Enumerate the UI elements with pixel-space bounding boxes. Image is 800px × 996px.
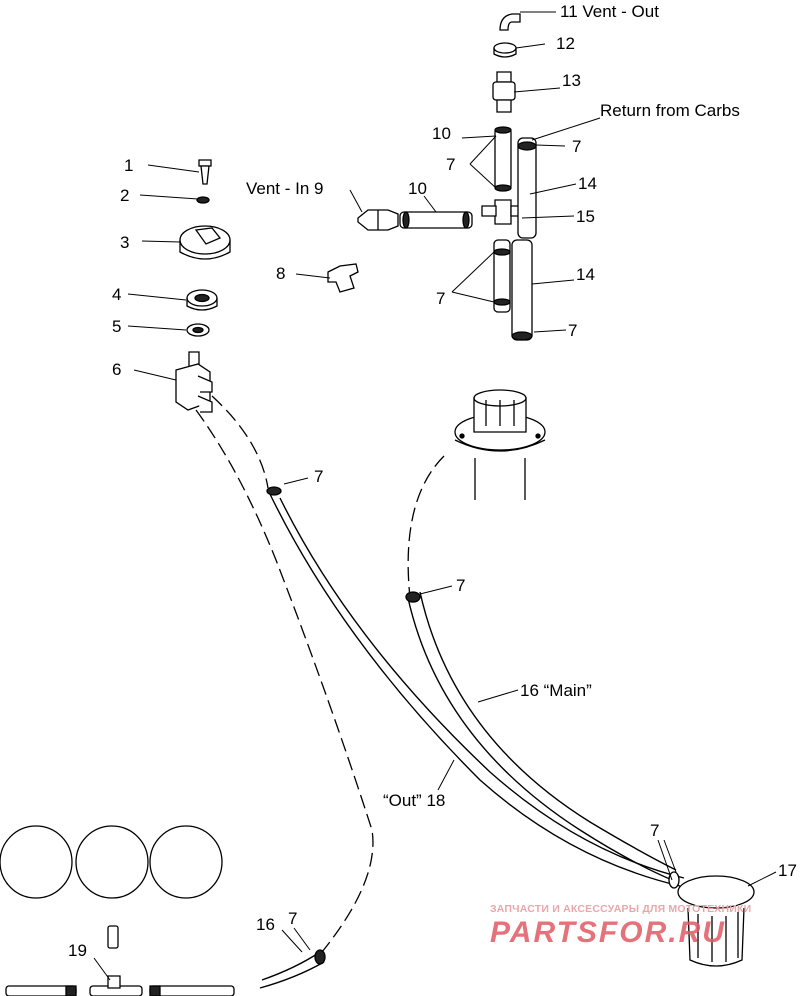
label-vent-in-9: Vent - In 9 bbox=[246, 179, 324, 198]
hose-main-part-16 bbox=[268, 490, 684, 886]
label-vent-out-11: 11 Vent - Out bbox=[560, 2, 659, 21]
tee-part-19 bbox=[6, 926, 234, 996]
hose-short-part-16 bbox=[260, 950, 325, 988]
vent-in-filter-part-9 bbox=[358, 210, 398, 230]
washer-part-5 bbox=[187, 324, 209, 336]
label-part-7-g: 7 bbox=[650, 821, 660, 840]
label-main-16: 16 “Main” bbox=[520, 681, 592, 700]
label-part-7-d: 7 bbox=[568, 321, 578, 340]
vent-elbow-part-11 bbox=[500, 14, 520, 30]
pickup-filter-part-17 bbox=[678, 876, 754, 966]
label-part-10-left: 10 bbox=[408, 179, 427, 198]
label-part-13: 13 bbox=[562, 71, 581, 90]
leader-lines bbox=[94, 12, 776, 980]
label-part-1: 1 bbox=[124, 156, 134, 175]
label-part-7-h: 7 bbox=[288, 909, 298, 928]
label-part-7-a: 7 bbox=[446, 155, 456, 174]
label-part-10-right: 10 bbox=[432, 124, 451, 143]
nut-part-4 bbox=[187, 290, 217, 310]
filter-circles bbox=[0, 826, 222, 898]
label-part-12: 12 bbox=[556, 34, 575, 53]
label-part-7-b: 7 bbox=[572, 137, 582, 156]
fitting-part-13 bbox=[493, 72, 515, 112]
tee-fitting-part-15 bbox=[482, 200, 519, 224]
label-part-16-short: 16 bbox=[256, 915, 275, 934]
label-out-18: “Out” 18 bbox=[383, 791, 446, 810]
label-part-2: 2 bbox=[120, 186, 130, 205]
hose-lower-part-7 bbox=[494, 240, 510, 312]
screw-part-1 bbox=[199, 160, 211, 184]
label-part-8: 8 bbox=[276, 264, 286, 283]
cap-part-3 bbox=[180, 226, 230, 259]
label-part-15: 15 bbox=[576, 207, 595, 226]
label-part-7-e: 7 bbox=[314, 467, 324, 486]
fuel-tank-neck bbox=[455, 390, 545, 500]
return-hose-part-14 bbox=[512, 138, 536, 340]
vent-in-hose-part-10 bbox=[400, 212, 472, 228]
label-part-6: 6 bbox=[112, 360, 122, 379]
label-part-4: 4 bbox=[112, 285, 122, 304]
label-part-14-a: 14 bbox=[578, 174, 597, 193]
label-return-from-carbs: Return from Carbs bbox=[600, 101, 740, 120]
dashed-routing bbox=[196, 396, 444, 952]
label-part-3: 3 bbox=[120, 233, 130, 252]
label-part-7-c: 7 bbox=[436, 289, 446, 308]
hose-upper-part-10 bbox=[495, 127, 511, 191]
watermark-tagline: ЗАПЧАСТИ И АКСЕССУАРЫ ДЛЯ МОТОТЕХНИКИ bbox=[490, 903, 752, 915]
label-part-19: 19 bbox=[68, 941, 87, 960]
label-part-5: 5 bbox=[112, 317, 122, 336]
clip-part-8 bbox=[328, 264, 358, 292]
label-part-7-f: 7 bbox=[456, 576, 466, 595]
label-part-14-b: 14 bbox=[576, 265, 595, 284]
clamp-part-12 bbox=[494, 43, 516, 57]
washer-part-2 bbox=[197, 197, 209, 203]
hose-out-part-18 bbox=[408, 592, 676, 880]
valve-part-6 bbox=[176, 352, 212, 412]
hose-clamps-part-7 bbox=[267, 487, 679, 888]
watermark-brand: PARTSFOR.RU bbox=[490, 916, 726, 949]
label-part-17: 17 bbox=[778, 861, 797, 880]
